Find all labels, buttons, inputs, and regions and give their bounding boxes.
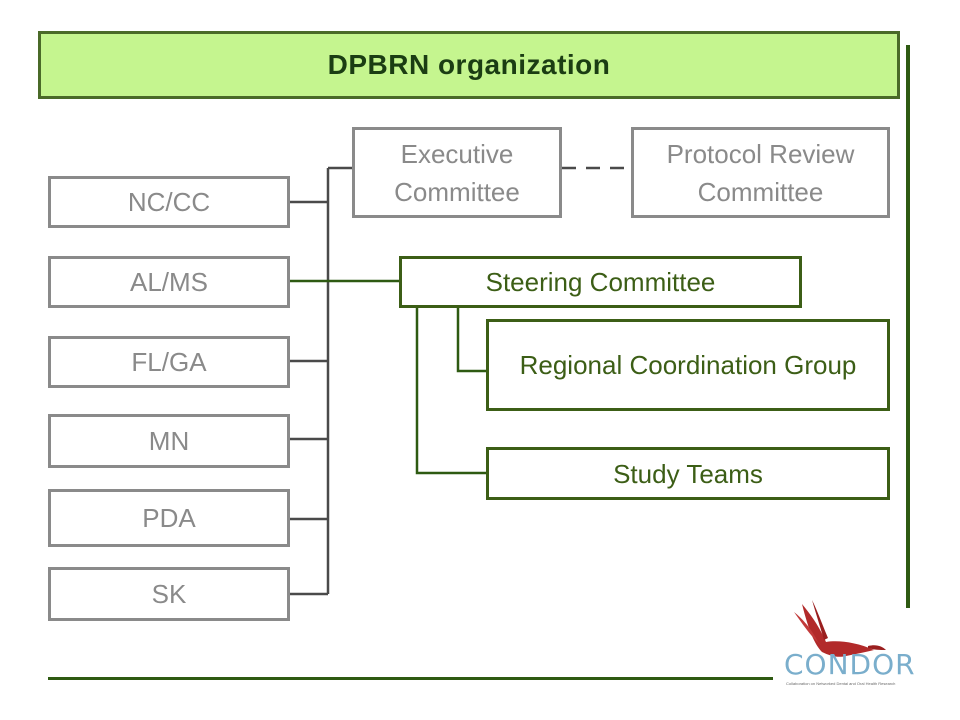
site-box-mn: MN: [48, 414, 290, 468]
site-box-fl-ga: FL/GA: [48, 336, 290, 388]
regional-coordination-group-box: Regional Coordination Group: [486, 319, 890, 411]
steering-to-study-teams-line: [415, 306, 488, 475]
site-box-al-ms: AL/MS: [48, 256, 290, 308]
site-box-sk: SK: [48, 567, 290, 621]
right-divider: [906, 45, 910, 608]
condor-logo-tagline: Collaboration on Networked Dental and Or…: [786, 681, 896, 686]
study-teams-box: Study Teams: [486, 447, 890, 500]
site-box-nc-cc: NC/CC: [48, 176, 290, 228]
diagram-title: DPBRN organization: [38, 31, 900, 99]
condor-logo-wordmark: CONDOR: [784, 648, 916, 681]
bottom-divider: [48, 677, 773, 680]
steering-to-regional-line: [456, 306, 488, 373]
site-box-pda: PDA: [48, 489, 290, 547]
executive-committee-box: Executive Committee: [352, 127, 562, 218]
protocol-review-committee-box: Protocol Review Committee: [631, 127, 890, 218]
steering-committee-box: Steering Committee: [399, 256, 802, 308]
condor-bird-logo-icon: [794, 600, 886, 657]
